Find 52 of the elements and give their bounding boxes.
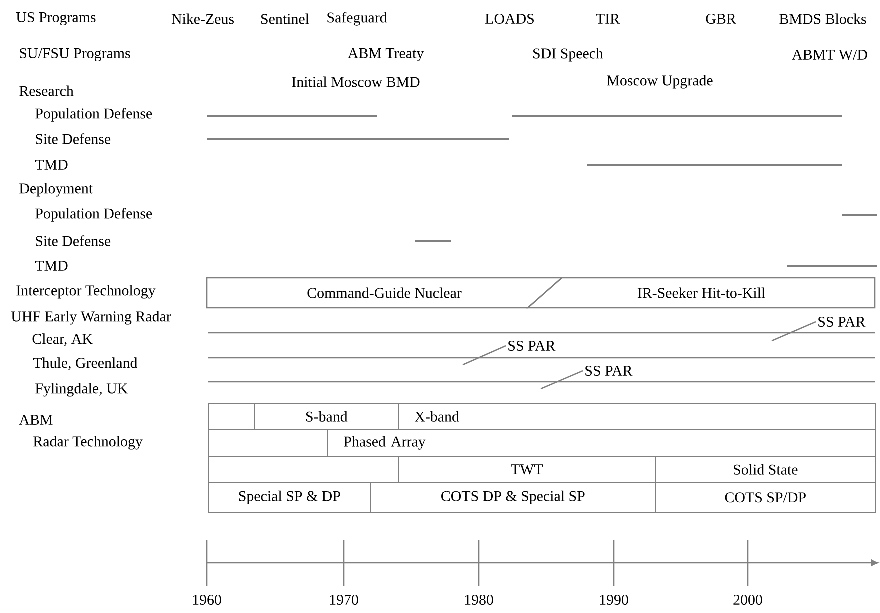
callout-label: SS PAR [508,340,556,351]
row-heading: Research [20,86,74,96]
callout-label: SS PAR [586,366,633,376]
program-label: GBR [706,14,736,24]
program-label: Sentinel [262,14,310,24]
row-label: Clear, AK [32,334,93,346]
row-label: Site Defense [36,236,111,246]
row-label: TMD [35,160,68,170]
row-heading: UHF Early Warning Radar [11,311,172,325]
year-label: 1970 [330,594,358,606]
table-cell: Solid State [655,456,876,484]
table-cell: Phased Array [327,429,876,458]
program-label: Moscow Upgrade [607,75,713,89]
row-label: TMD [35,261,68,271]
technology-band: Command-Guide Nuclear [206,277,564,309]
leader-line [462,345,506,366]
year-label: 1960 [193,594,222,606]
empty-cell [208,429,328,458]
program-label: ABM Treaty [348,48,424,62]
table-cell: COTS DP & Special SP [370,482,656,514]
table-cell: S-band [254,403,400,430]
row-heading: Deployment [20,183,93,197]
table-cell: Special SP & DP [208,482,372,514]
row-label: Fylingdale, UK [36,383,128,397]
program-label: TIR [596,14,620,24]
row-heading: Interceptor Technology [16,285,156,299]
table-cell: COTS SP/DP [655,482,876,514]
program-label: Initial Moscow BMD [292,76,420,88]
table-cell: X-band [398,403,876,430]
table-cell: TWT [398,456,656,484]
program-label: BMDS Blocks [780,14,866,24]
program-label: US Programs [16,12,96,26]
row-label: Site Defense [36,134,111,144]
program-label: SU/FSU Programs [20,48,130,62]
program-label: LOADS [486,14,534,24]
leader-line [540,370,584,390]
year-label: 1980 [465,594,494,606]
callout-label: SS PAR [818,316,866,327]
empty-cell [208,403,256,430]
program-label: ABMT W/D [792,50,868,60]
year-label: 1990 [600,594,628,606]
row-label: Population Defense [36,108,152,122]
row-label: Thule, Greenland [33,358,138,370]
row-heading: ABM [19,415,53,425]
program-label: SDI Speech [534,48,604,62]
empty-cell [208,456,400,484]
row-label: Population Defense [36,208,152,222]
row-label: Radar Technology [34,436,143,450]
program-label: Safeguard [328,12,388,26]
leader-line [772,321,816,342]
program-label: Nike-Zeus [172,14,234,24]
year-label: 2000 [734,594,762,606]
